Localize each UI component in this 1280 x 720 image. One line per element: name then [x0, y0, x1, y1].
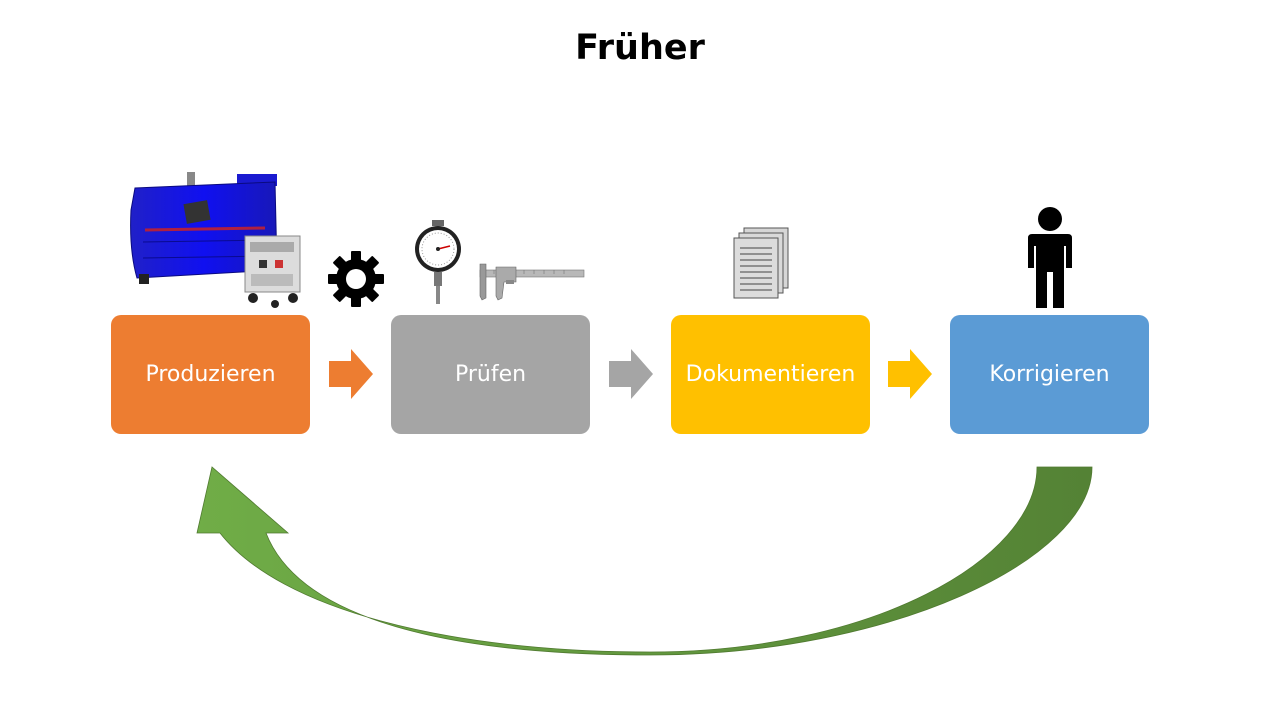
step-korrigieren: Korrigieren — [950, 315, 1149, 434]
step-label: Prüfen — [454, 362, 527, 387]
step-produzieren: Produzieren — [111, 315, 310, 434]
arrow-right-icon — [609, 349, 653, 399]
step-label: Produzieren — [145, 362, 276, 387]
step-pruefen: Prüfen — [391, 315, 590, 434]
machine-icon — [130, 172, 301, 308]
documents-icon — [733, 227, 789, 299]
arrow-right-icon — [329, 349, 373, 399]
step-dokumentieren: Dokumentieren — [671, 315, 870, 434]
step-label: Korrigieren — [989, 362, 1110, 387]
caliper-icon — [479, 263, 585, 301]
person-icon — [1028, 207, 1072, 308]
step-label: Dokumentieren — [685, 362, 856, 387]
arrow-right-icon — [888, 349, 932, 399]
page-title: Früher — [575, 28, 705, 68]
dial-gauge-icon — [415, 220, 461, 304]
gear-icon — [328, 251, 384, 307]
